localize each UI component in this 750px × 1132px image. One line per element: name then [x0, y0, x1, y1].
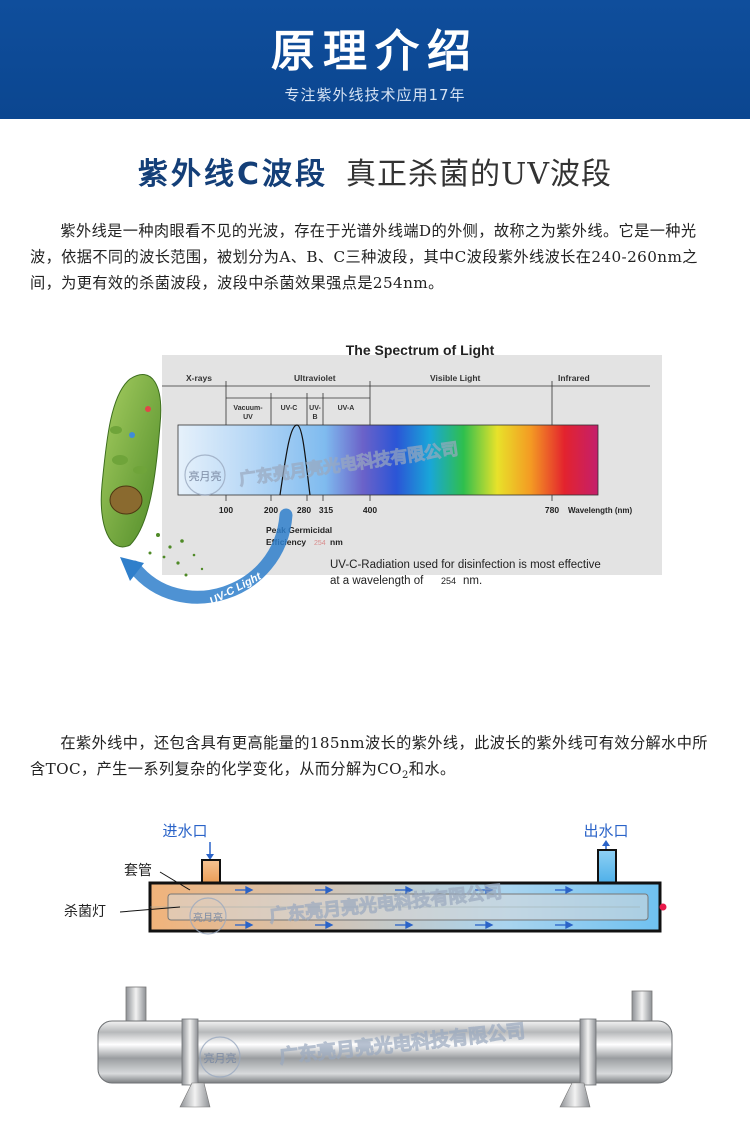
product-tube [97, 1020, 673, 1084]
peak-value: 254 [314, 540, 326, 547]
intro-paragraph: 紫外线是一种肉眼看不见的光波，存在于光谱外线端D的外侧，故称之为紫外线。它是一种… [30, 222, 698, 292]
co2-subscript: 2 [402, 770, 409, 782]
band-vacuum-uv-label-2: UV [243, 414, 253, 421]
logo-mark-icon [184, 454, 226, 496]
inlet-arrowhead-icon [206, 854, 214, 860]
diagram-logo-mark-icon [189, 897, 227, 935]
lamp-leader-line [119, 906, 181, 913]
axis-label: Wavelength (nm) [568, 506, 632, 515]
uvc-arrow-head [120, 557, 144, 581]
tick-315: 315 [319, 505, 333, 515]
page-subtitle: 专注紫外线技术应用17年 [284, 86, 466, 104]
section-heading-strong: 紫外线C波段 [138, 157, 329, 192]
right-stand [559, 1082, 591, 1108]
header-banner: 原理介绍 专注紫外线技术应用17年 [0, 0, 750, 119]
outlet-pipe [597, 849, 617, 886]
section-heading-light: 真正杀菌的UV波段 [346, 157, 612, 192]
band-xrays-label: X-rays [186, 373, 212, 383]
band-vacuum-uv-label-1: Vacuum- [233, 405, 263, 412]
product-illustration: 亮月亮 广东亮月亮光电科技有限公司 [97, 986, 673, 1108]
sleeve-label: 套管 [124, 863, 152, 879]
uvc-light-arrow [127, 508, 293, 604]
band-visible-label: Visible Light [430, 373, 481, 383]
toc-paragraph-text: 在紫外线中，还包含具有更高能量的185nm波长的紫外线，此波长的紫外线可有效分解… [30, 734, 708, 778]
tick-400: 400 [363, 505, 377, 515]
flow-arrows [235, 885, 574, 930]
reactor-diagram: 进水口 出水口 套管 杀菌灯 亮月亮 广东亮月亮光电科技有限公司 [64, 822, 667, 935]
band-uvb-label-2: B [312, 414, 317, 421]
inlet-label: 进水口 [162, 822, 207, 840]
left-stand [179, 1082, 211, 1108]
tick-280: 280 [297, 505, 311, 515]
watermark-logo-text: 亮月亮 [189, 469, 222, 483]
note-unit: nm. [463, 575, 482, 587]
page-title: 原理介绍 [271, 26, 479, 77]
section-heading: 紫外线C波段真正杀菌的UV波段 [0, 155, 750, 195]
note-line-2: at a wavelength of [330, 575, 424, 587]
end-cap-indicator [659, 903, 667, 911]
left-flange [181, 1018, 199, 1086]
note-value: 254 [441, 576, 456, 586]
outlet-nozzle [631, 990, 653, 1026]
product-watermark-logo-text: 亮月亮 [204, 1051, 237, 1065]
diagram-watermark-logo-text: 亮月亮 [193, 911, 223, 924]
band-infrared-label: Infrared [558, 373, 590, 383]
spectrum-figure: The Spectrum of Light X-rays Ultraviolet… [100, 342, 662, 608]
inlet-pipe [201, 859, 221, 886]
outlet-arrowhead-icon [602, 840, 610, 846]
toc-paragraph-tail: 和水。 [408, 760, 456, 778]
tick-780: 780 [545, 505, 559, 515]
spectrum-title: The Spectrum of Light [346, 342, 495, 358]
peak-unit: nm [330, 537, 343, 547]
outlet-label: 出水口 [583, 822, 628, 840]
tick-100: 100 [219, 505, 233, 515]
product-logo-mark-icon [199, 1036, 241, 1078]
germicidal-curve [279, 424, 311, 496]
sleeve-leader-line [159, 871, 191, 891]
right-flange [579, 1018, 597, 1086]
peak-label-1: Peak Germicidal [266, 525, 332, 535]
tick-200: 200 [264, 505, 278, 515]
band-uvb-label-1: UV- [309, 405, 321, 412]
microorganism-illustration [100, 374, 204, 577]
toc-paragraph: 在紫外线中，还包含具有更高能量的185nm波长的紫外线，此波长的紫外线可有效分解… [30, 730, 720, 789]
lamp-label: 杀菌灯 [64, 904, 106, 920]
note-line-1: UV-C-Radiation used for disinfection is … [330, 559, 601, 571]
band-uva-label: UV-A [338, 405, 355, 412]
band-ultraviolet-label: Ultraviolet [294, 373, 336, 383]
spectrum-strip [177, 424, 599, 496]
band-uvc-label: UV-C [281, 405, 298, 412]
inlet-nozzle [125, 986, 147, 1026]
